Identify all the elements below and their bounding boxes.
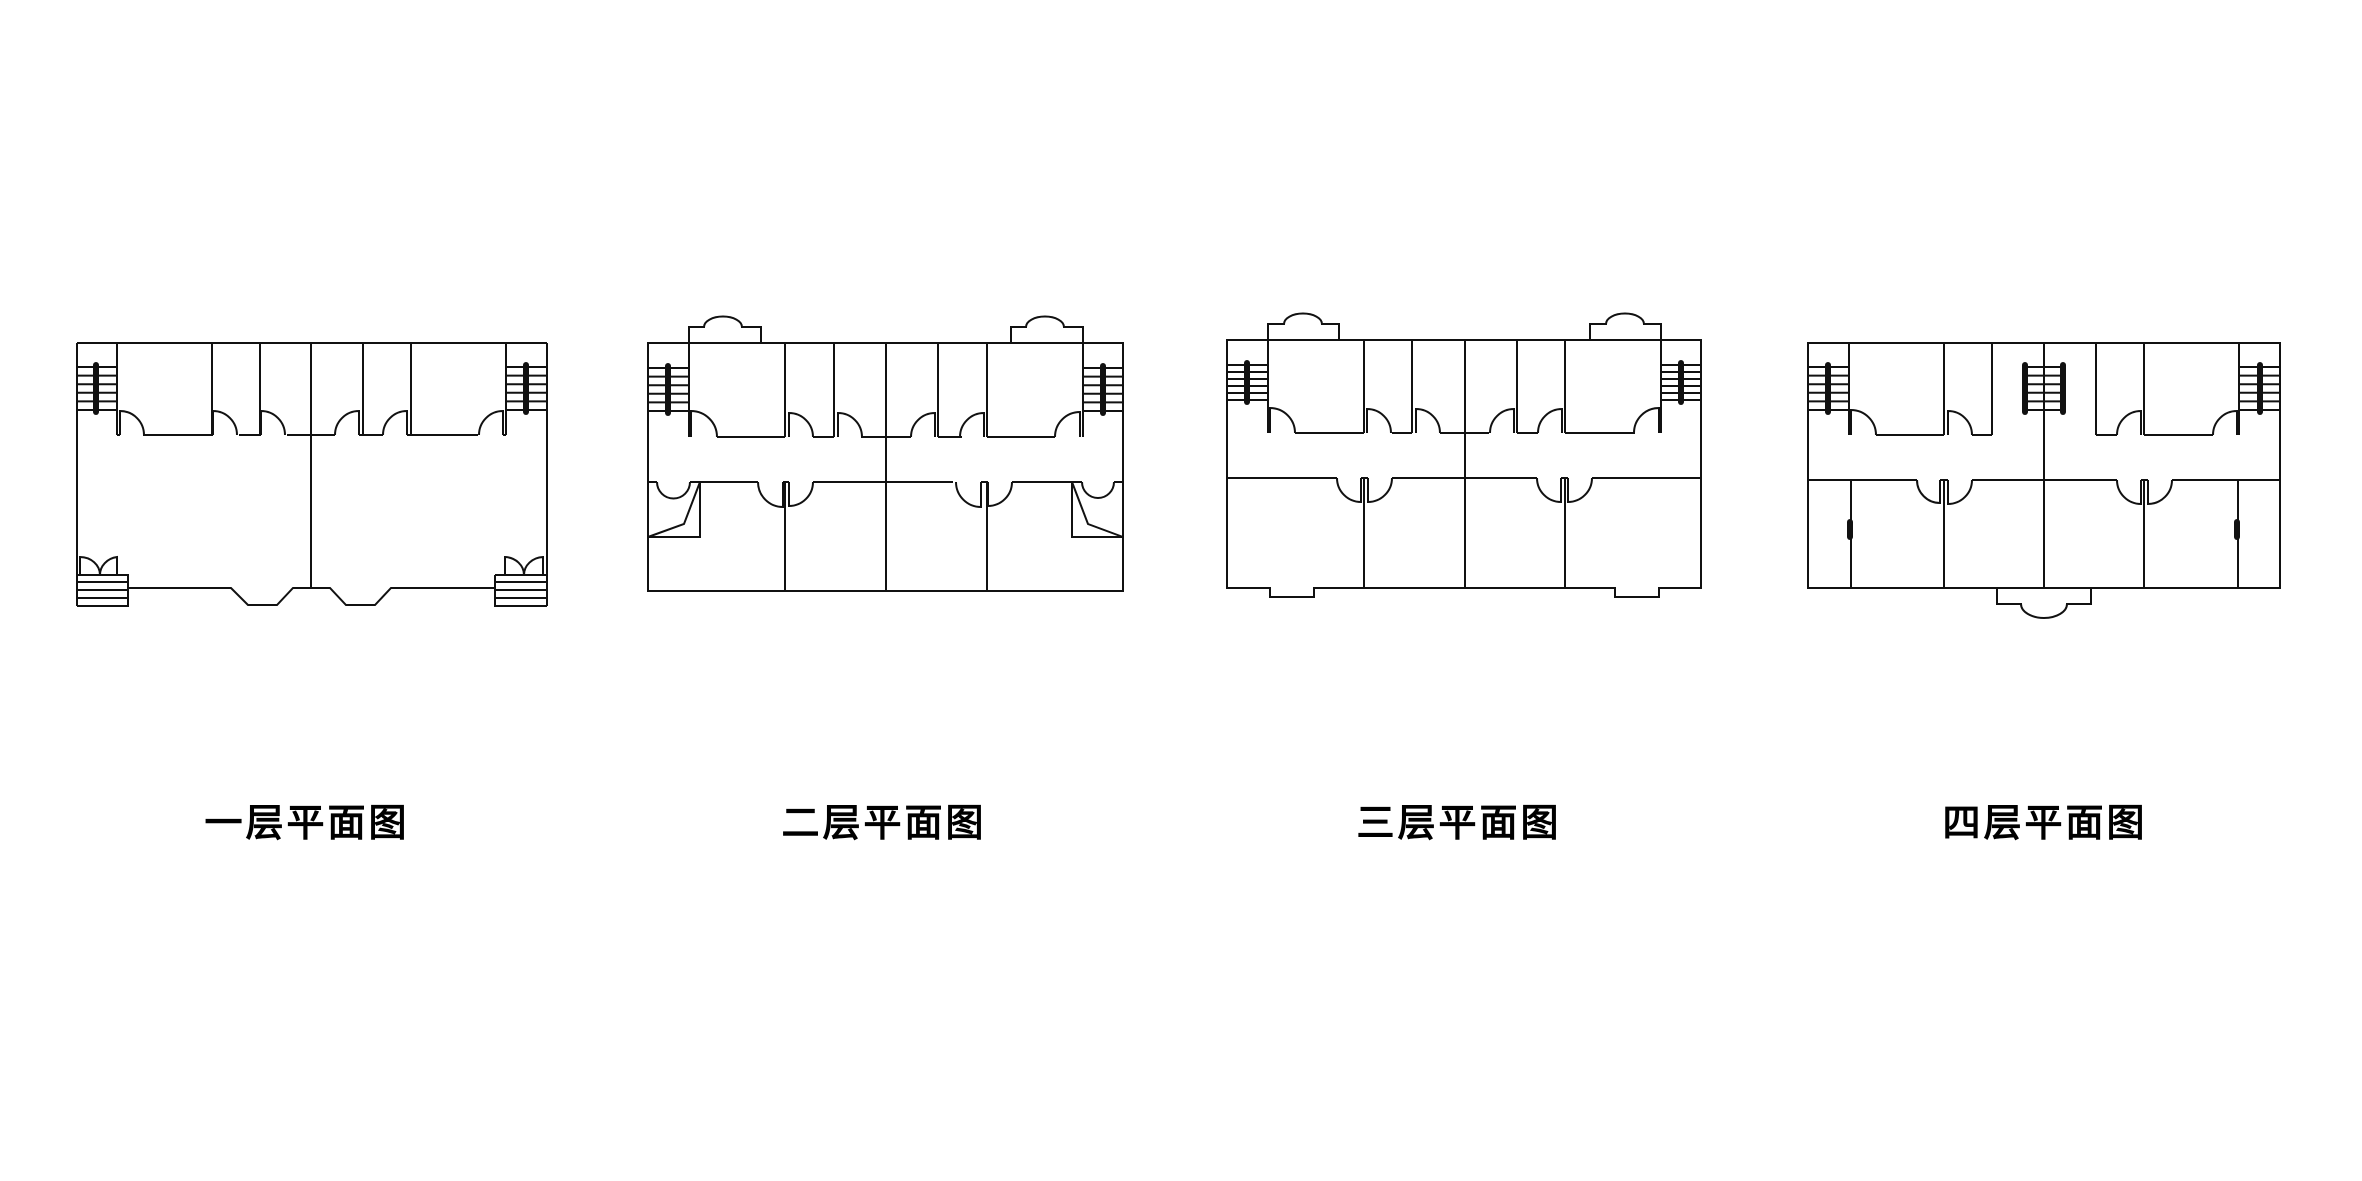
door-icon	[478, 409, 504, 436]
door-icon	[910, 411, 936, 438]
wall	[1081, 481, 1115, 499]
wall	[494, 574, 547, 607]
door-icon	[1916, 479, 1941, 505]
staircase-icon	[648, 363, 689, 416]
balcony	[1010, 315, 1084, 343]
wall	[1226, 339, 1702, 598]
balcony	[1996, 588, 2092, 619]
door-icon	[2147, 479, 2173, 506]
staircase-icon	[1083, 363, 1123, 416]
door-icon	[1054, 410, 1081, 438]
door-icon	[260, 409, 286, 436]
door-icon	[1366, 407, 1392, 434]
door-icon	[987, 481, 1013, 508]
wall	[504, 555, 544, 576]
floor-plan-3	[1226, 312, 1702, 598]
door-icon	[788, 411, 814, 438]
staircase-icon	[2239, 362, 2280, 415]
plan-label-floor-3: 三层平面图	[1356, 801, 1562, 845]
door-icon	[212, 409, 238, 436]
door-icon	[119, 409, 145, 436]
door-icon	[1947, 479, 1973, 506]
staircase-icon	[506, 362, 547, 415]
floor-plan-2	[647, 315, 1124, 592]
floor-plan-1	[76, 342, 548, 607]
staircase-icon	[1661, 360, 1701, 405]
plan-label-floor-1: 一层平面图	[204, 801, 410, 845]
balcony	[1267, 312, 1340, 340]
door-icon	[1850, 408, 1877, 436]
plan-label-floor-2: 二层平面图	[781, 801, 987, 845]
staircase-icon	[495, 581, 547, 599]
staircase-icon	[77, 362, 117, 415]
door-icon	[382, 409, 408, 436]
balcony	[1589, 312, 1662, 340]
door-icon	[1947, 409, 1973, 436]
wall	[656, 481, 691, 500]
door-icon	[959, 411, 985, 438]
door-icon	[1633, 406, 1660, 434]
door-icon	[1536, 477, 1562, 504]
door-icon	[757, 481, 784, 509]
door-icon	[2212, 409, 2238, 436]
staircase-icon	[1227, 360, 1268, 405]
wall	[79, 555, 118, 576]
door-icon	[1489, 407, 1515, 434]
staircase-icon	[1808, 362, 1849, 415]
door-icon	[837, 411, 863, 438]
wall	[1071, 481, 1124, 538]
door-icon	[1567, 477, 1593, 504]
door-icon	[1269, 406, 1296, 434]
door-icon	[2116, 479, 2142, 506]
wall	[647, 481, 701, 538]
balcony	[688, 315, 762, 343]
wall	[128, 587, 495, 606]
door-icon	[1367, 477, 1393, 504]
plan-label-floor-4: 四层平面图	[1942, 801, 2148, 845]
floor-plan-4	[1807, 342, 2281, 619]
door-icon	[2116, 409, 2142, 436]
door-icon	[1537, 407, 1563, 434]
staircase-icon	[77, 581, 128, 599]
door-icon	[1415, 407, 1441, 434]
door-icon	[334, 409, 360, 436]
wall	[1807, 342, 2281, 589]
door-icon	[1336, 477, 1362, 504]
wall	[647, 342, 1124, 592]
door-icon	[788, 481, 814, 508]
door-icon	[690, 409, 718, 438]
door-icon	[955, 481, 982, 509]
